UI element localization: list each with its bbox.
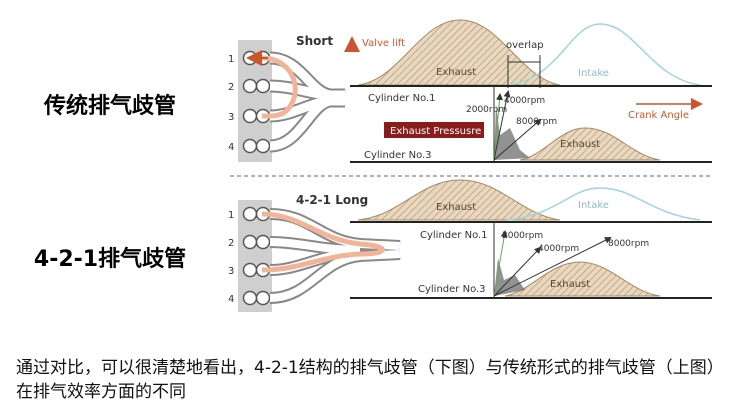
bottom-intake-label: Intake	[578, 200, 609, 211]
four-two-one-manifold-label: 4-2-1排气歧管	[33, 247, 187, 272]
top-rpm8000-label: 8000rpm	[516, 117, 557, 127]
top-exhaust-label: Exhaust	[436, 67, 476, 78]
bottom-rpm8000-label: 8000rpm	[608, 239, 649, 249]
caption-text: 通过对比，可以很清楚地看出，4-2-1结构的排气歧管（下图）与传统形式的排气歧管…	[16, 358, 724, 402]
top-intake-label: Intake	[578, 68, 609, 79]
top-rpm4000-label: 4000rpm	[504, 96, 545, 106]
bottom-rpm4000-label: 4000rpm	[538, 244, 579, 254]
bottom-cylinder-1-label: 1	[228, 210, 234, 221]
top-rpm2000-label: 2000rpm	[466, 105, 507, 115]
top-title: Short	[296, 34, 333, 48]
top-cylinder-no3-label: Cylinder No.3	[364, 150, 432, 161]
bottom-cylinder-no3-label: Cylinder No.3	[418, 284, 486, 295]
top-cylinder-3-label: 3	[228, 112, 234, 123]
top-cylinder-2-label: 2	[228, 82, 234, 93]
top-exhaust2-label: Exhaust	[560, 139, 600, 150]
bottom-cylinder-4-label: 4	[228, 294, 234, 305]
top-manifold-pipes	[246, 50, 346, 153]
bottom-engine-block: 1 2 3 4	[228, 200, 272, 312]
top-timing-chart: Valve lift Exhaust Intake overlap Cylind…	[344, 19, 712, 163]
bottom-rpm2000-label: 2000rpm	[502, 231, 543, 241]
bottom-exhaust-label: Exhaust	[436, 202, 476, 213]
crank-angle-label: Crank Angle	[628, 110, 689, 121]
exhaust-pressure-label: Exhaust Pressusre	[390, 126, 481, 137]
bottom-title: 4-2-1 Long	[296, 193, 368, 207]
bottom-cylinder-2-label: 2	[228, 238, 234, 249]
overlap-label: overlap	[506, 40, 544, 51]
top-cylinder-4-label: 4	[228, 142, 234, 153]
bottom-exhaust2-label: Exhaust	[550, 279, 590, 290]
valve-lift-label: Valve lift	[362, 38, 405, 49]
bottom-cylinder-no1-label: Cylinder No.1	[420, 230, 488, 241]
top-cylinder-no1-label: Cylinder No.1	[368, 93, 436, 104]
bottom-cylinder-3-label: 3	[228, 266, 234, 277]
bottom-manifold-pipes	[261, 208, 401, 304]
top-cylinder-1-label: 1	[228, 54, 234, 65]
traditional-manifold-label: 传统排气歧管	[43, 94, 176, 119]
bottom-timing-chart: Exhaust Intake Cylinder No.1 Exhaust Cyl…	[350, 179, 712, 299]
